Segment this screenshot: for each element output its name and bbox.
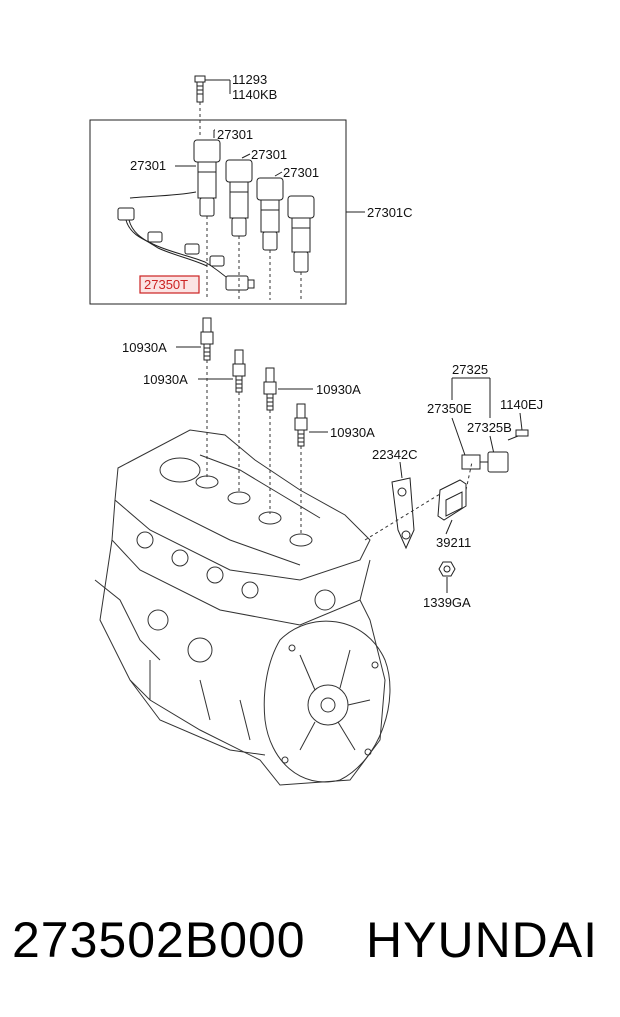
label-27325b: 27325B: [467, 420, 512, 435]
part-number: 273502B000: [12, 912, 306, 968]
ignition-coil-4: [287, 195, 315, 273]
label-27301-c: 27301: [251, 147, 287, 162]
label-1140ej: 1140EJ: [500, 397, 543, 412]
engine-block: [94, 429, 391, 786]
footer: 273502B000 HYUNDAI: [0, 905, 620, 975]
label-10930a-4: 10930A: [330, 425, 375, 440]
knock-sensor: [461, 429, 529, 473]
bracket-39211: [437, 479, 467, 521]
spark-plug-4: [294, 403, 308, 447]
wiring-harness: [117, 191, 302, 300]
spark-plug-1: [200, 317, 214, 361]
ignition-coil-2: [225, 159, 253, 237]
label-27301-d: 27301: [283, 165, 319, 180]
label-10930a-2: 10930A: [143, 372, 188, 387]
label-10930a-3: 10930A: [316, 382, 361, 397]
spark-plug-3: [263, 367, 277, 411]
label-11293: 11293: [232, 72, 267, 87]
label-27301-a: 27301: [217, 127, 253, 142]
label-27301-b: 27301: [130, 158, 166, 173]
label-27301c: 27301C: [367, 205, 413, 220]
bracket-22342c: [391, 477, 415, 550]
label-27350e: 27350E: [427, 401, 472, 416]
label-39211: 39211: [436, 535, 471, 550]
parts-diagram: 11293 1140KB 27301C 27301 27301 27301 27…: [89, 72, 543, 786]
harness-highlight-box: [139, 275, 200, 294]
spark-plug-2: [232, 349, 246, 393]
label-27350t: 27350T: [144, 277, 188, 292]
label-10930a-1: 10930A: [122, 340, 167, 355]
label-1339ga: 1339GA: [423, 595, 471, 610]
label-22342c: 22342C: [372, 447, 418, 462]
label-27325: 27325: [452, 362, 488, 377]
ignition-coil-1: [193, 139, 221, 217]
nut-1339ga: [438, 561, 456, 593]
label-1140kb: 1140KB: [232, 87, 277, 102]
ignition-coil-3: [256, 177, 284, 251]
brand-name: HYUNDAI: [366, 912, 599, 968]
bolt-11293: [194, 75, 231, 135]
